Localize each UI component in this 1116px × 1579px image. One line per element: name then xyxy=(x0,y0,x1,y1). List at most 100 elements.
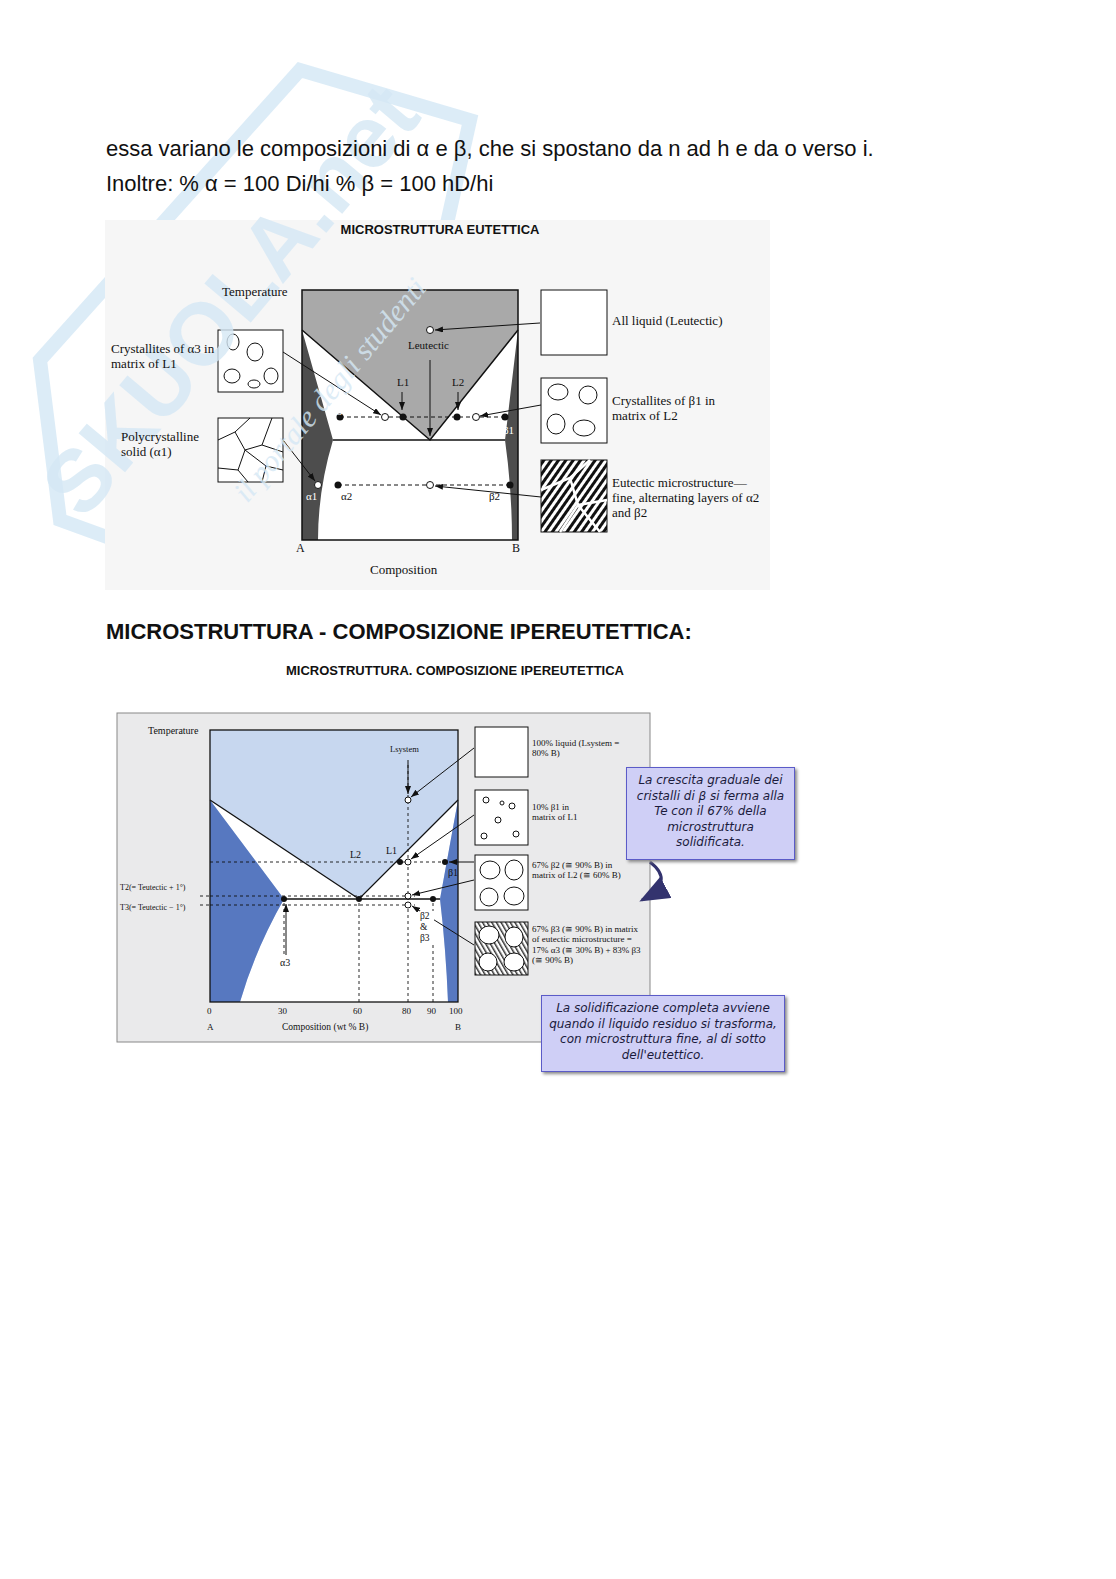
axis-label: Temperature xyxy=(222,285,288,300)
micro-label: Eutectic microstructure—fine, alternatin… xyxy=(612,476,767,521)
drawing-circle xyxy=(500,801,504,805)
drawing-rect xyxy=(210,730,458,1002)
drawing-rect xyxy=(475,922,528,975)
drawing-circle xyxy=(513,831,519,837)
phase-label: α2 xyxy=(341,490,352,503)
drawing-rect xyxy=(475,790,528,845)
drawing-g xyxy=(481,797,519,839)
drawing-ellipse xyxy=(579,386,597,404)
drawing-rect xyxy=(541,378,607,443)
micro-label: All liquid (Leutectic) xyxy=(612,314,762,329)
point-label: Leutectic xyxy=(408,339,449,352)
drawing-circle xyxy=(483,797,489,803)
phase-label: α1 xyxy=(306,490,317,503)
drawing-g xyxy=(200,765,445,1002)
micro-label: 100% liquid (Lsystem = 80% B) xyxy=(532,738,632,759)
drawing-circle xyxy=(315,482,322,489)
drawing-line xyxy=(338,485,510,486)
drawing-ellipse xyxy=(480,888,498,906)
callout-box: La solidificazione completa avviene quan… xyxy=(541,995,785,1072)
drawing-ellipse xyxy=(504,887,524,905)
drawing-circle xyxy=(405,893,411,899)
drawing-circle xyxy=(405,902,411,908)
drawing-ellipse xyxy=(479,926,499,944)
drawing-ellipse xyxy=(248,380,260,388)
drawing-line xyxy=(411,748,474,797)
axis-label: B xyxy=(512,542,520,556)
drawing-ellipse xyxy=(264,368,278,384)
drawing-ellipse xyxy=(505,860,523,880)
drawing-line xyxy=(458,392,459,410)
drawing-line xyxy=(200,896,210,897)
phase-label: β2 xyxy=(489,490,500,503)
drawing-path xyxy=(541,460,607,532)
drawing-line xyxy=(210,905,415,906)
body-text: essa variano le composizioni di α e β, c… xyxy=(106,136,874,161)
body-text: Inoltre: % α = 100 Di/hi % β = 100 hD/hi xyxy=(106,171,493,196)
micro-label: Polycrystalline solid (α1) xyxy=(121,430,219,460)
drawing-rect xyxy=(541,460,607,532)
drawing-circle xyxy=(356,896,362,902)
drawing-path xyxy=(440,800,458,1002)
drawing-circle xyxy=(495,817,501,823)
axis-label: Temperature xyxy=(148,725,198,737)
drawing-ellipse xyxy=(573,420,595,436)
axis-label: Composition (wt % B) xyxy=(282,1022,368,1033)
phase-label: α3 xyxy=(331,405,342,418)
drawing-circle xyxy=(442,859,448,865)
point-label: L1 xyxy=(397,376,409,389)
drawing-line xyxy=(408,760,409,794)
drawing-circle xyxy=(335,482,342,489)
tick-label: 80 xyxy=(402,1006,411,1016)
drawing-line xyxy=(411,815,474,859)
drawing-g xyxy=(479,926,524,971)
drawing-ellipse xyxy=(547,414,565,434)
figure-title: MICROSTRUTTURA EUTETTICA xyxy=(341,223,540,238)
temperature-label: T2(= Teutectic + 1°) xyxy=(120,883,186,892)
tick-label: 30 xyxy=(278,1006,287,1016)
drawing-line xyxy=(284,903,285,955)
drawing-rect xyxy=(475,727,528,777)
drawing-rect xyxy=(117,713,650,1042)
axis-label: A xyxy=(296,542,305,556)
micro-label: 67% β3 (≅ 90% B) in matrix of eutectic m… xyxy=(532,924,644,965)
drawing-circle xyxy=(427,482,434,489)
micro-label: Crystallites of β1 in matrix of L2 xyxy=(612,394,737,424)
micro-label: 67% β2 (≅ 90% B) in matrix of L2 (≅ 60% … xyxy=(532,860,627,881)
micro-label: 10% β1 in matrix of L1 xyxy=(532,802,594,823)
drawing-circle xyxy=(382,414,389,421)
drawing-ellipse xyxy=(504,953,524,971)
drawing-circle xyxy=(427,327,434,334)
drawing-rect xyxy=(541,290,607,355)
axis-label: B xyxy=(455,1022,461,1032)
drawing-line xyxy=(200,905,210,906)
callout-text: La solidificazione completa avviene quan… xyxy=(548,1001,778,1063)
callout-text: La crescita graduale dei cristalli di β … xyxy=(633,773,788,851)
tick-label: 0 xyxy=(207,1006,212,1016)
drawing-line xyxy=(449,862,474,863)
drawing-line xyxy=(412,906,474,945)
point-label: Lsystem xyxy=(390,745,419,755)
point-label: L1 xyxy=(386,845,397,857)
tick-label: 60 xyxy=(353,1006,362,1016)
drawing-line xyxy=(286,904,287,955)
drawing-line xyxy=(480,405,541,416)
drawing-polyline xyxy=(210,800,458,899)
axis-label: Composition xyxy=(370,563,437,578)
drawing-rect xyxy=(210,730,458,1002)
drawing-line xyxy=(435,323,540,330)
micro-label: Crystallites of α3 in matrix of L1 xyxy=(111,342,217,372)
drawing-circle xyxy=(454,414,461,421)
hypereutectic-figure xyxy=(117,713,661,1042)
drawing-circle xyxy=(509,803,515,809)
drawing-circle xyxy=(502,414,509,421)
point-label: L2 xyxy=(452,376,464,389)
drawing-g xyxy=(480,860,524,906)
phase-label: β2 & β3 xyxy=(420,911,434,944)
drawing-line xyxy=(412,880,474,895)
drawing-path xyxy=(210,800,284,1002)
drawing-line xyxy=(402,392,403,410)
drawing-rect xyxy=(475,855,528,910)
